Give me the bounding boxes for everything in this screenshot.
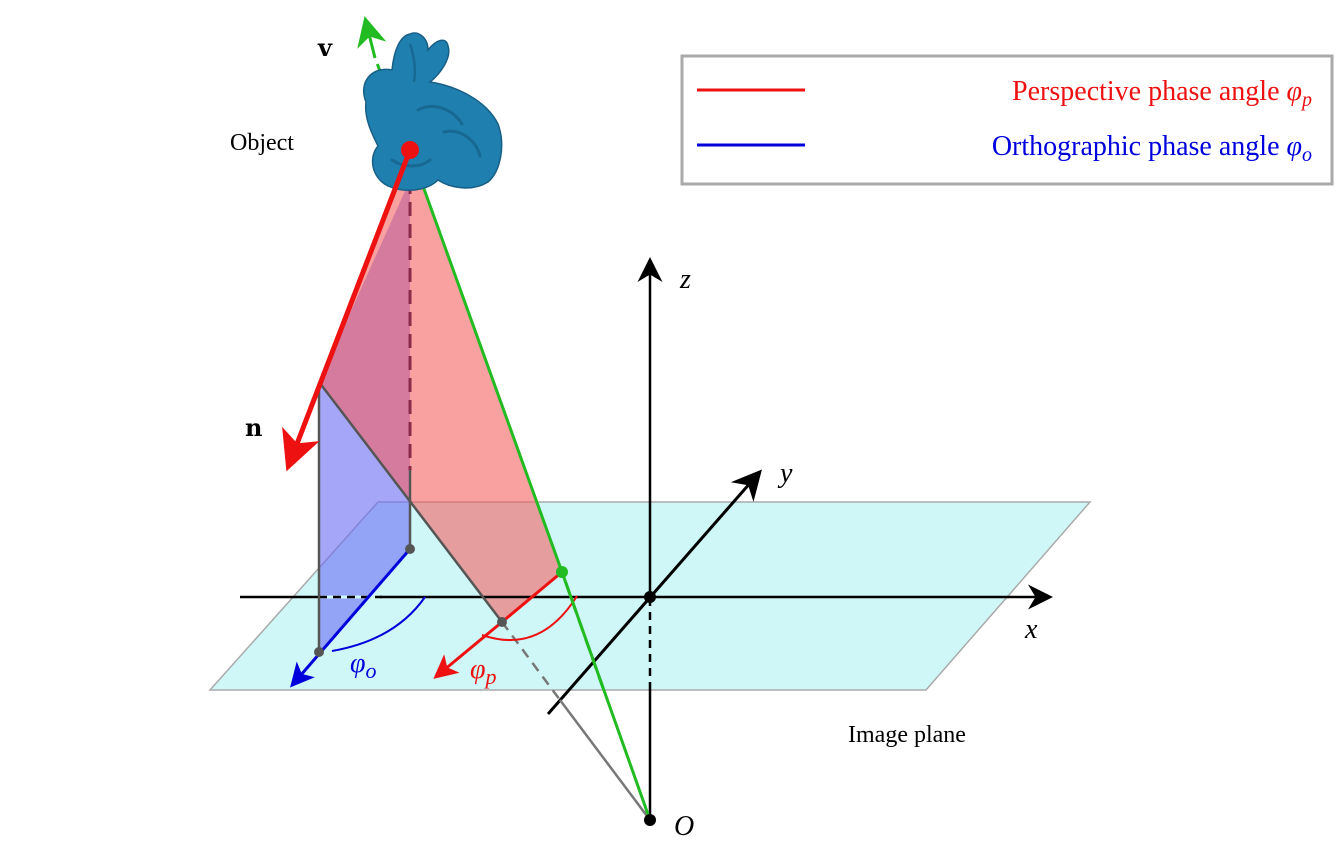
- n-label: n: [245, 413, 262, 442]
- phi-p-arc: [481, 595, 578, 642]
- x-label: x: [1024, 614, 1038, 645]
- y-label: y: [777, 458, 793, 489]
- ortho-foot-point: [314, 647, 324, 657]
- green-intersection-point: [556, 566, 568, 578]
- origin-label: O: [674, 811, 694, 842]
- camera-origin-point: [644, 814, 656, 826]
- v-label: v: [317, 33, 333, 62]
- normal-vector: [282, 149, 413, 472]
- persp-foot-point: [497, 617, 507, 627]
- ortho-base-point: [405, 544, 415, 554]
- normal-to-plane-line: [318, 381, 503, 623]
- persp-projected-normal-a: [501, 570, 563, 624]
- persp-projected-normal-b: [433, 620, 503, 679]
- legend-label-orthographic: Orthographic phase angle φo: [992, 131, 1312, 166]
- projection-line: [559, 699, 651, 821]
- view-ray-upper: [408, 149, 564, 573]
- phi-p-label: φp: [470, 654, 497, 689]
- view-ray-lower: [560, 571, 652, 821]
- legend: Perspective phase angle φp Orthographic …: [680, 54, 1334, 186]
- axis-origin-point: [644, 591, 656, 603]
- ortho-projected-normal: [290, 548, 412, 688]
- legend-box: [680, 54, 1334, 186]
- z-label: z: [679, 264, 691, 295]
- view-ray-lower-dashed: [560, 571, 605, 689]
- perspective-plane: [319, 152, 562, 622]
- view-vector: [357, 16, 387, 59]
- image-plane-label: Image plane: [848, 722, 966, 748]
- object-bunny: [363, 32, 503, 192]
- phi-o-label: φo: [350, 648, 377, 683]
- phi-o-arc: [331, 596, 426, 652]
- object-point: [401, 141, 419, 159]
- object-label: Object: [230, 130, 294, 156]
- legend-label-perspective: Perspective phase angle φp: [1012, 76, 1312, 111]
